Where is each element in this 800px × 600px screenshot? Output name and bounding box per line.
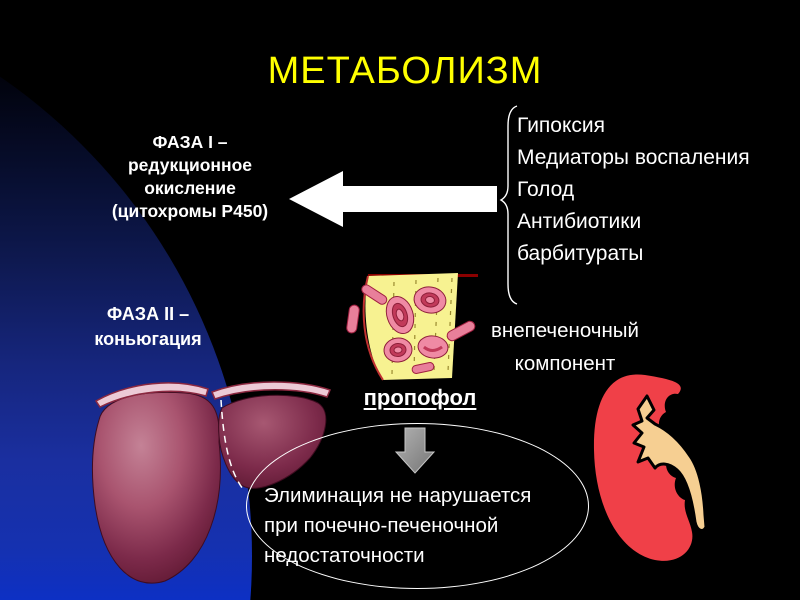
factor-item: Гипоксия	[517, 114, 605, 137]
conclusion-text: Элиминация не нарушается при почечно-печ…	[264, 481, 574, 571]
phase1-line3: окисление	[144, 178, 236, 198]
phase2-line1: ФАЗА II –	[106, 304, 190, 324]
left-arrow-icon	[289, 171, 497, 227]
factor-item: Антибиотики	[517, 210, 642, 233]
factor-item: Голод	[517, 178, 575, 201]
phase1-line2: редукционное	[127, 155, 252, 175]
curly-brace-icon	[499, 105, 518, 305]
extrahepatic-line1: внепеченочный	[491, 319, 639, 342]
factor-item: Медиаторы воспаления	[517, 146, 750, 169]
conclusion-line1: Элиминация не нарушается	[264, 484, 532, 507]
phase1-label: ФАЗА I – редукционное окисление (цитохро…	[95, 131, 285, 223]
phase1-line4: (цитохромы Р450)	[111, 201, 269, 221]
slide-title: МЕТАБОЛИЗМ	[267, 50, 543, 92]
blood-cells-tissue-icon	[346, 273, 478, 381]
induction-factors-list: Гипоксия Медиаторы воспаления Голод Анти…	[517, 110, 750, 270]
extrahepatic-line2: компонент	[514, 352, 616, 375]
phase2-line2: коньюгация	[94, 329, 202, 349]
conclusion-ellipse	[246, 423, 589, 589]
factor-item: барбитураты	[517, 242, 644, 265]
kidney-icon	[593, 374, 708, 561]
phase1-line1: ФАЗА I –	[152, 132, 228, 152]
conclusion-line3: недостаточности	[264, 544, 425, 567]
phase2-label: ФАЗА II – коньюгация	[63, 302, 233, 352]
propofol-label: пропофол	[363, 385, 477, 410]
extrahepatic-label: внепеченочный компонент	[463, 314, 667, 380]
conclusion-line2: при почечно-печеночной	[264, 514, 499, 537]
